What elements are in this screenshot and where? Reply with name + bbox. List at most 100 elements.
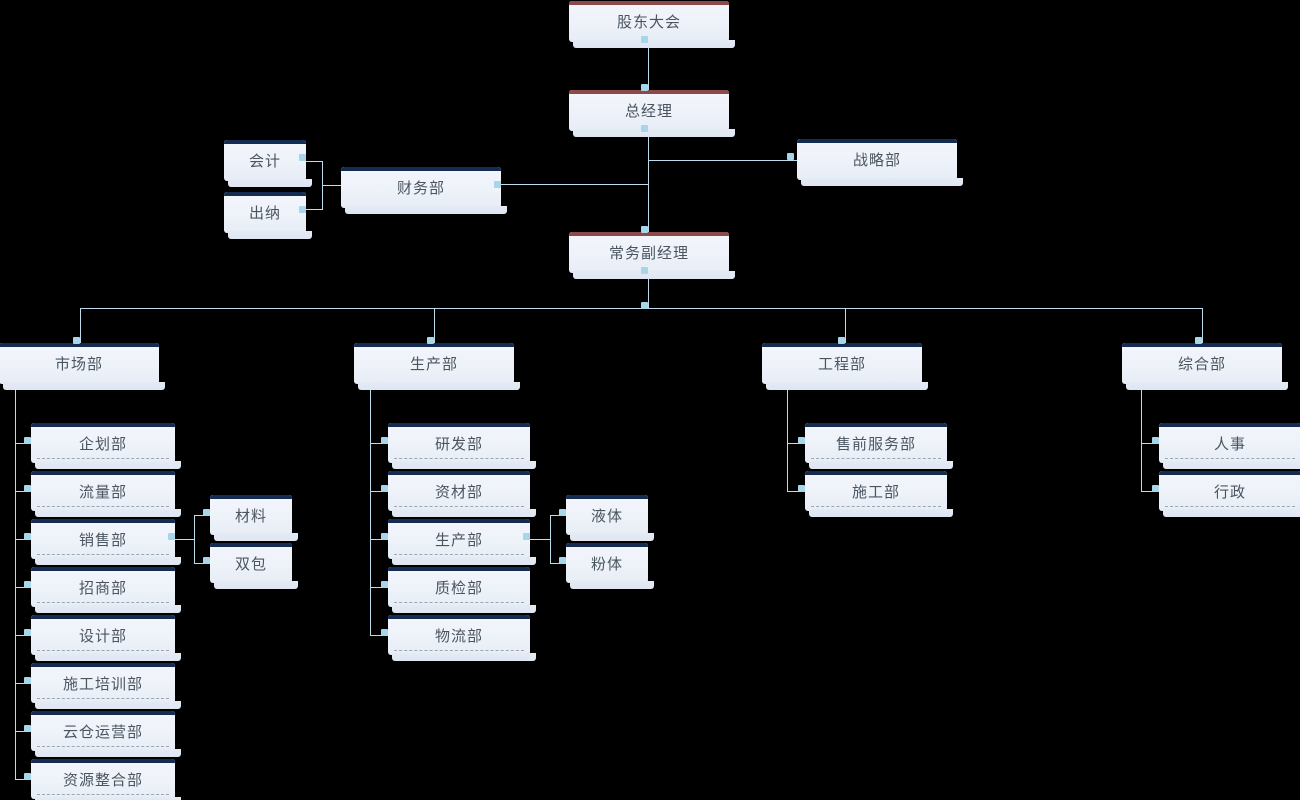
connector-line xyxy=(845,308,846,344)
connector-line xyxy=(787,443,806,444)
org-node-n_mk_plan[interactable]: 企划部 xyxy=(31,423,181,469)
connector-dot xyxy=(1152,437,1159,444)
node-dotted-divider xyxy=(811,458,941,459)
org-node-n_mk_invest[interactable]: 招商部 xyxy=(31,567,181,613)
org-node-n_pr_material[interactable]: 资材部 xyxy=(388,471,536,517)
connector-line xyxy=(370,539,389,540)
connector-line xyxy=(648,273,649,308)
connector-line xyxy=(15,587,32,588)
connector-line xyxy=(1141,491,1160,492)
org-node-n_powder[interactable]: 粉体 xyxy=(566,543,654,589)
node-dotted-divider xyxy=(394,458,524,459)
connector-line xyxy=(15,683,32,684)
org-node-n_mk_traffic[interactable]: 流量部 xyxy=(31,471,181,517)
connector-line xyxy=(15,384,16,780)
org-node-label: 人事 xyxy=(1213,435,1246,453)
connector-line xyxy=(434,308,435,344)
connector-line xyxy=(15,635,32,636)
org-node-n_material[interactable]: 材料 xyxy=(210,495,298,541)
org-node-label: 销售部 xyxy=(78,531,127,549)
org-node-n_mk_training[interactable]: 施工培训部 xyxy=(31,663,181,709)
connector-line xyxy=(530,539,550,540)
connector-dot xyxy=(494,181,501,188)
connector-dot xyxy=(299,206,306,213)
org-node-n_en_construct[interactable]: 施工部 xyxy=(805,471,953,517)
org-node-n_doublepack[interactable]: 双包 xyxy=(210,543,298,589)
connector-dot xyxy=(838,337,845,344)
connector-line xyxy=(550,563,567,564)
node-dotted-divider xyxy=(394,506,524,507)
connector-line xyxy=(550,515,567,516)
connector-dot xyxy=(641,267,648,274)
connector-line xyxy=(194,563,211,564)
org-node-n_production[interactable]: 生产部 xyxy=(354,343,520,390)
connector-dot xyxy=(427,337,434,344)
connector-line xyxy=(15,731,32,732)
connector-dot xyxy=(299,154,306,161)
org-node-n_finance[interactable]: 财务部 xyxy=(341,167,507,214)
connector-line xyxy=(15,443,32,444)
org-node-n_mk_cloud[interactable]: 云仓运营部 xyxy=(31,711,181,757)
org-node-n_gm[interactable]: 总经理 xyxy=(569,90,735,137)
connector-dot xyxy=(641,36,648,43)
org-node-label: 液体 xyxy=(590,507,623,525)
connector-dot xyxy=(24,725,31,732)
connector-dot xyxy=(203,557,210,564)
org-node-n_pr_logistics[interactable]: 物流部 xyxy=(388,615,536,661)
org-node-label: 行政 xyxy=(1213,483,1246,501)
org-node-n_mk_resource[interactable]: 资源整合部 xyxy=(31,759,181,800)
connector-dot xyxy=(203,509,210,516)
connector-line xyxy=(194,515,195,563)
org-node-label: 生产部 xyxy=(409,356,458,373)
org-node-n_deputy_gm[interactable]: 常务副经理 xyxy=(569,232,735,279)
org-node-label: 股东大会 xyxy=(616,14,681,31)
org-node-n_cashier[interactable]: 出纳 xyxy=(224,192,312,239)
org-node-label: 云仓运营部 xyxy=(62,723,143,741)
org-node-n_mk_design[interactable]: 设计部 xyxy=(31,615,181,661)
org-node-n_en_presale[interactable]: 售前服务部 xyxy=(805,423,953,469)
org-node-label: 粉体 xyxy=(590,555,623,573)
connector-dot xyxy=(641,84,648,91)
connector-dot xyxy=(381,533,388,540)
org-node-n_accountant[interactable]: 会计 xyxy=(224,140,312,187)
org-node-n_mk_sales[interactable]: 销售部 xyxy=(31,519,181,565)
org-node-n_shareholders[interactable]: 股东大会 xyxy=(569,1,735,48)
connector-line xyxy=(1202,308,1203,344)
connector-dot xyxy=(798,485,805,492)
org-node-label: 施工培训部 xyxy=(62,675,143,693)
org-node-n_ge_admin[interactable]: 行政 xyxy=(1159,471,1300,517)
connector-dot xyxy=(559,557,566,564)
connector-line xyxy=(370,635,389,636)
org-node-label: 材料 xyxy=(234,507,267,525)
connector-line xyxy=(370,587,389,588)
org-node-n_ge_hr[interactable]: 人事 xyxy=(1159,423,1300,469)
org-node-label: 财务部 xyxy=(396,180,445,197)
org-node-n_engineering[interactable]: 工程部 xyxy=(762,343,928,390)
org-node-label: 质检部 xyxy=(434,579,483,597)
org-node-label: 会计 xyxy=(248,153,281,170)
node-dotted-divider xyxy=(37,602,169,603)
connector-dot xyxy=(559,509,566,516)
org-node-n_pr_rd[interactable]: 研发部 xyxy=(388,423,536,469)
org-node-label: 物流部 xyxy=(434,627,483,645)
org-node-label: 施工部 xyxy=(851,483,900,501)
node-dotted-divider xyxy=(37,506,169,507)
org-node-n_market[interactable]: 市场部 xyxy=(0,343,165,390)
org-node-label: 企划部 xyxy=(78,435,127,453)
org-node-n_liquid[interactable]: 液体 xyxy=(566,495,654,541)
org-node-n_strategy[interactable]: 战略部 xyxy=(797,139,963,186)
org-node-label: 战略部 xyxy=(852,152,901,169)
node-dotted-divider xyxy=(37,554,169,555)
org-node-n_pr_quality[interactable]: 质检部 xyxy=(388,567,536,613)
connector-dot xyxy=(523,533,530,540)
node-dotted-divider xyxy=(37,698,169,699)
connector-dot xyxy=(24,581,31,588)
connector-line xyxy=(370,491,389,492)
org-node-label: 综合部 xyxy=(1177,356,1226,373)
org-node-n_general[interactable]: 综合部 xyxy=(1122,343,1288,390)
connector-dot xyxy=(381,629,388,636)
connector-line xyxy=(787,384,788,492)
connector-line xyxy=(787,491,806,492)
org-node-n_pr_produce[interactable]: 生产部 xyxy=(388,519,536,565)
